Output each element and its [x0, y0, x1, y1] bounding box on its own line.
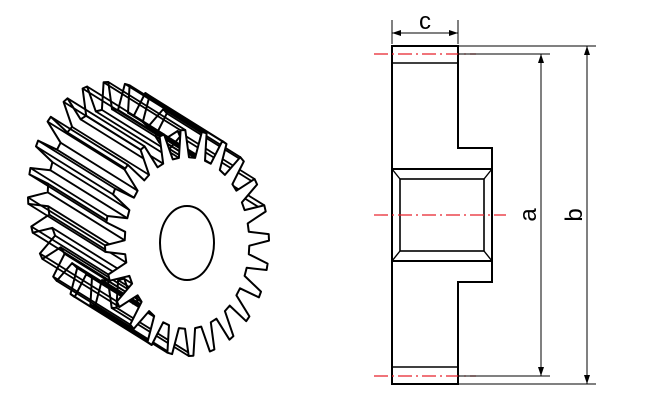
gear-tooth-edge	[51, 161, 130, 211]
dimension-arrows	[392, 30, 590, 384]
gear-tooth-edge	[149, 95, 227, 145]
gear-tooth-edge	[50, 116, 129, 166]
gear-tooth-edge	[103, 81, 182, 132]
gear-bore	[159, 205, 215, 281]
dimension-b-label: b	[561, 208, 588, 221]
gear-tooth-edge	[107, 81, 186, 131]
section-outline	[391, 45, 493, 385]
centerlines	[374, 53, 506, 377]
chamfer-br	[483, 250, 493, 262]
gear-tooth-edge	[94, 305, 173, 355]
chamfer-bl	[391, 250, 401, 262]
gear-tooth-edge	[89, 303, 168, 354]
gear-tooth-edge	[27, 203, 106, 253]
chamfer-tr	[483, 168, 493, 180]
dimension-c-label: c	[419, 8, 431, 35]
gear-tooth-edge	[35, 145, 114, 196]
dimension-lines	[391, 20, 596, 385]
chamfer-tl	[391, 168, 401, 180]
gear-tooth-edge	[47, 120, 126, 171]
gear-tooth-edge	[60, 246, 139, 297]
gear-tooth-edge	[71, 262, 150, 312]
gear-tooth-edge	[32, 231, 111, 282]
gear-tooth-edge	[56, 280, 135, 330]
gear-tooth-edge	[124, 83, 203, 133]
gear-tooth-edge	[28, 173, 107, 224]
gear-tooth-edge	[71, 126, 150, 176]
gear-tooth-edge	[67, 97, 145, 148]
gear-tooth-edge	[39, 252, 118, 303]
gear-tooth-edge	[49, 169, 128, 219]
gear-tooth-edge	[29, 167, 108, 217]
gear-tooth-edge	[27, 196, 106, 247]
gear-tooth-edge	[41, 258, 120, 308]
gear-tooth-edge	[95, 110, 174, 161]
gear-tooth-edge	[60, 141, 139, 192]
gear-tooth-edge	[70, 293, 148, 343]
gear-tooth-edge	[30, 225, 109, 276]
gear-tooth-edge	[52, 275, 131, 326]
gear-tooth-edge	[37, 139, 116, 190]
gear-tooth-edge	[48, 213, 127, 264]
gear-tooth-edge	[56, 148, 135, 199]
gear-isometric-view	[27, 81, 270, 357]
gear-tooth-edge	[47, 191, 126, 242]
gear-tooth-edge	[129, 84, 208, 135]
dimension-a-label: a	[515, 208, 542, 222]
